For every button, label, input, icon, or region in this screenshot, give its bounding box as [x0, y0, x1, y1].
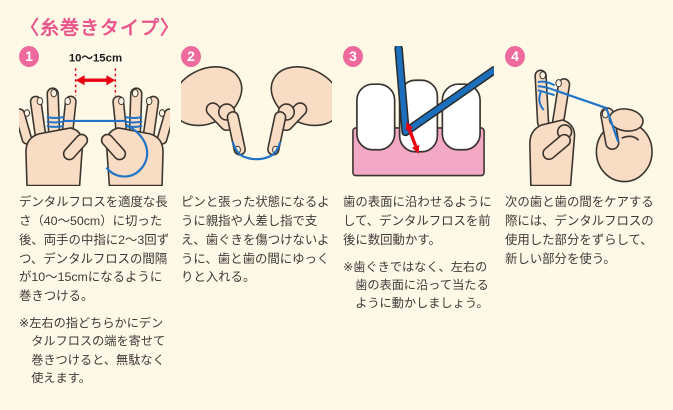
arrow-left-head	[75, 75, 85, 86]
motion-arrow	[405, 121, 420, 154]
step-2-badge: 2	[181, 46, 201, 67]
step-panel-2: 2	[181, 46, 332, 387]
steps-row: 1 10～15cm	[0, 44, 673, 387]
illustration-shift-floss-section	[529, 69, 653, 186]
step-panel-3: 3	[343, 46, 494, 387]
floss-coils	[46, 116, 143, 128]
left-hand	[19, 87, 89, 186]
step-panel-1: 1 10～15cm	[19, 46, 170, 387]
step-4-caption: 次の歯と歯の間をケアする際には、デンタルフロスの使用した部分をずらして、新しい部…	[505, 195, 654, 266]
right-hand	[595, 107, 653, 183]
floss-dangling-end	[105, 123, 149, 178]
step-3-badge: 3	[343, 46, 363, 67]
step-1-badge: 1	[19, 46, 39, 67]
page-title: 〈糸巻きタイプ〉	[20, 18, 181, 39]
step-1-caption: デンタルフロスを適度な長さ（40～50cm）に切った後、両手の中指に2～3回ずつ…	[19, 195, 170, 304]
floss-strands	[395, 46, 494, 135]
right-hand	[267, 66, 332, 156]
illustration-hands-floss-wrapped: 10～15cm	[19, 52, 170, 186]
measurement-marks: 10～15cm	[69, 52, 122, 97]
tooth	[356, 83, 396, 151]
floss-coil-fan	[537, 80, 556, 111]
illustration-teeth-flossing	[352, 46, 494, 177]
step-2-caption: ピンと張った状態になるように親指や人差し指で支え、歯ぐきを傷つけないように、歯と…	[181, 195, 330, 285]
measure-label: 10～15cm	[69, 52, 122, 64]
left-hand	[529, 69, 576, 186]
step-1-note: ※左右の指どちらかにデンタルフロスの端を寄せて巻きつけると、無駄なく使えます。	[19, 316, 166, 385]
left-hand	[181, 66, 246, 156]
step-panel-4: 4	[505, 46, 656, 387]
floss-line	[231, 141, 282, 161]
arrow-right-head	[106, 75, 116, 86]
floss-line	[554, 89, 620, 143]
illustration-hands-pinch-floss	[181, 66, 332, 161]
step-3-note: ※歯ぐきではなく、左右の歯の表面に沿って当たるように動かしましょう。	[343, 259, 489, 311]
step-4-badge: 4	[505, 46, 525, 67]
step-3-caption: 歯の表面に沿わせるようにして、デンタルフロスを前後に数回動かす。	[343, 195, 492, 247]
